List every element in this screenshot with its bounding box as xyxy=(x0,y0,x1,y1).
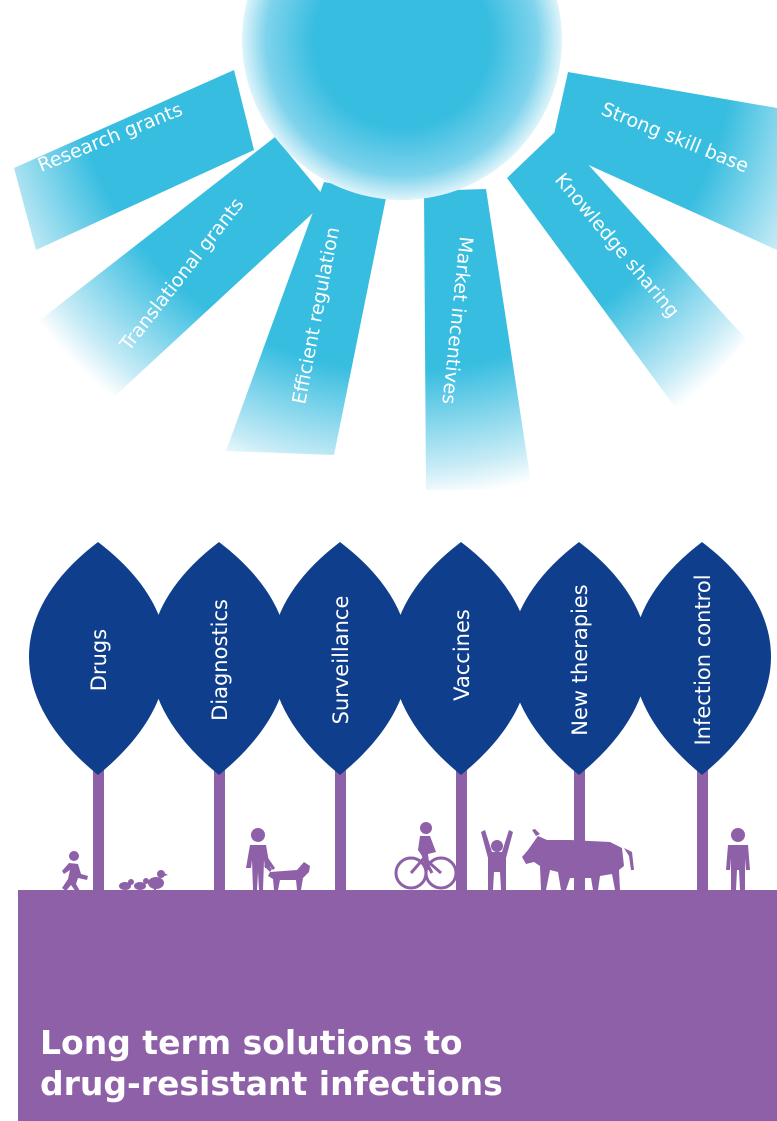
leaf-label-infection-control: Infection control xyxy=(691,574,715,745)
trunk-vaccines xyxy=(456,770,467,890)
leaf-label-surveillance: Surveillance xyxy=(329,596,353,725)
leaf-label-diagnostics: Diagnostics xyxy=(208,599,232,721)
leaf-infection-control xyxy=(633,542,771,775)
chicks-icon xyxy=(119,870,168,891)
leaf-surveillance xyxy=(271,542,409,775)
title-line-1: Long term solutions to xyxy=(40,1023,463,1062)
leaf-labels: Drugs Diagnostics Surveillance Vaccines … xyxy=(87,574,715,745)
running-child-icon xyxy=(62,851,88,892)
ray-efficient-regulation xyxy=(226,182,387,455)
man-icon xyxy=(726,828,750,890)
sun xyxy=(242,0,562,200)
ray-translational-grants xyxy=(40,137,327,408)
leaf-vaccines xyxy=(392,542,530,775)
leaf-diagnostics xyxy=(150,542,288,775)
ray-research-grants xyxy=(14,70,254,250)
trunk-drugs xyxy=(93,770,104,890)
cyclist-icon xyxy=(394,822,458,890)
trunk-diagnostics xyxy=(214,770,225,890)
sun-rays xyxy=(14,70,777,490)
ray-market-incentives xyxy=(424,189,532,490)
tree-leaves xyxy=(29,542,771,775)
dog-icon xyxy=(264,862,310,890)
silhouettes xyxy=(62,822,750,892)
trunk-infection-control xyxy=(697,770,708,890)
leaf-label-vaccines: Vaccines xyxy=(450,609,474,701)
cow-icon xyxy=(522,829,634,890)
tree-trunks xyxy=(93,770,708,890)
leaf-label-new-therapies: New therapies xyxy=(568,584,592,735)
child-arms-up-icon xyxy=(481,830,513,890)
trunk-new-therapies xyxy=(574,770,585,890)
trunk-surveillance xyxy=(335,770,346,890)
leaf-drugs xyxy=(29,542,167,775)
page-title: Long term solutions to drug-resistant in… xyxy=(40,1022,740,1104)
ground xyxy=(18,890,777,1121)
leaf-label-drugs: Drugs xyxy=(87,629,111,691)
title-line-2: drug-resistant infections xyxy=(40,1064,503,1103)
ray-strong-skill-base xyxy=(551,72,777,250)
ray-knowledge-sharing xyxy=(507,130,746,414)
leaf-new-therapies xyxy=(510,542,648,775)
woman-icon xyxy=(246,828,275,890)
